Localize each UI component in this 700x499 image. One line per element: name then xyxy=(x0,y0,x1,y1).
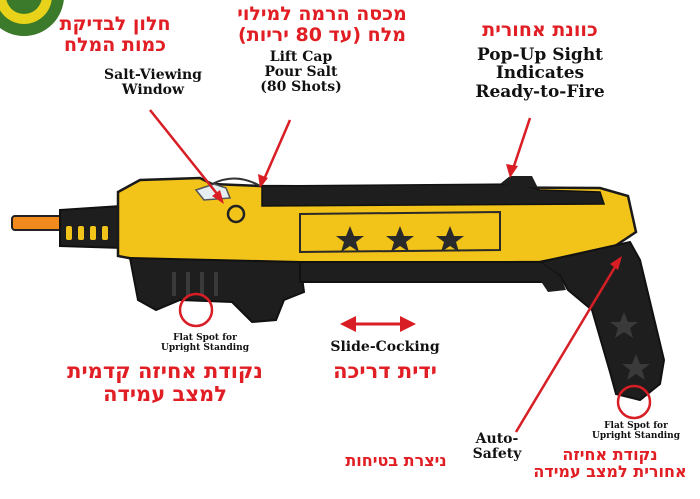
lift-cap-en-line2: Pour Salt xyxy=(264,64,338,81)
front-flat-spot-en-line2: Upright Standing xyxy=(160,342,249,353)
auto-safety-en-line2: Safety xyxy=(472,446,522,463)
slide-cocking-label-he: ידית דריכה xyxy=(320,360,450,383)
pop-up-sight xyxy=(500,176,538,188)
lift-cap-en-line1: Lift Cap xyxy=(269,49,333,65)
pop-up-sight-en-line3: Ready-to-Fire xyxy=(475,81,605,102)
rear-flat-spot-en-line2: Upright Standing xyxy=(591,430,680,441)
front-flat-spot-en-line1: Flat Spot for xyxy=(173,333,237,343)
front-flat-spot-label-he: נקודת אחיזה קדמית למצב עמידה xyxy=(40,360,290,405)
lift-cap xyxy=(211,177,261,187)
auto-safety-label-he: ניצרת בטיחות xyxy=(326,452,466,469)
slide-cocking-label-en: Slide-Cocking xyxy=(320,339,450,355)
side-panel-stars xyxy=(336,226,464,252)
front-flat-spot-he-line1: נקודת אחיזה קדמית xyxy=(67,359,263,383)
salt-window-he-line2: כמות המלח xyxy=(64,33,166,56)
rear-flat-spot-marker xyxy=(616,384,652,420)
lift-cap-he-line2: מלח (עד 80 יריות) xyxy=(238,23,406,46)
cap-knob xyxy=(226,204,246,224)
red-pointer-arrow-icon xyxy=(149,109,620,433)
auto-safety-he: ניצרת בטיחות xyxy=(345,451,447,470)
salt-window-en-line2: Window xyxy=(121,82,185,99)
rear-flat-spot-label-he: נקודת אחיזה אחורית למצב עמידה xyxy=(528,446,692,481)
muzzle-tip xyxy=(11,215,65,231)
front-flat-spot-marker xyxy=(178,292,214,328)
salt-window-label-en: Salt-Viewing Window xyxy=(78,67,228,99)
rear-flat-spot-label-en: Flat Spot for Upright Standing xyxy=(578,421,694,441)
front-flat-spot-label-en: Flat Spot for Upright Standing xyxy=(150,333,260,353)
pop-up-sight-en-line2: Indicates xyxy=(495,63,585,84)
pop-up-sight-en-line1: Pop-Up Sight xyxy=(476,45,604,65)
pop-up-sight-label-en: Pop-Up Sight Indicates Ready-to-Fire xyxy=(440,46,640,101)
pop-up-sight-label-he: כוונת אחורית xyxy=(440,20,640,41)
logo-badge-icon xyxy=(0,0,64,36)
lift-cap-he-line1: מכסה הרמה למילוי xyxy=(237,3,407,25)
pop-up-sight-he: כוונת אחורית xyxy=(482,19,598,41)
salt-window-label-he: חלון לבדיקת כמות המלח xyxy=(30,14,200,55)
rear-flat-spot-he-line1: נקודת אחיזה xyxy=(562,445,658,464)
salt-window-en-line1: Salt-Viewing xyxy=(104,67,202,83)
lower-frame xyxy=(299,261,562,283)
left-right-arrow-icon xyxy=(340,316,416,332)
lift-cap-en-line3: (80 Shots) xyxy=(260,79,342,96)
auto-safety-label-en: Auto- Safety xyxy=(462,431,532,463)
slide-cocking-he: ידית דריכה xyxy=(333,359,437,383)
rear-flat-spot-he-line2: אחורית למצב עמידה xyxy=(533,462,687,482)
lift-cap-label-he: מכסה הרמה למילוי מלח (עד 80 יריות) xyxy=(222,4,422,45)
rear-flat-spot-en-line1: Flat Spot for xyxy=(604,421,668,431)
salt-window-he-line1: חלון לבדיקת xyxy=(59,13,171,35)
auto-safety-en-line1: Auto- xyxy=(475,431,519,447)
pistol-grip xyxy=(537,240,666,402)
front-flat-spot-he-line2: למצב עמידה xyxy=(103,381,227,406)
slide-cocking-en: Slide-Cocking xyxy=(330,339,440,355)
lift-cap-label-en: Lift Cap Pour Salt (80 Shots) xyxy=(236,49,366,96)
